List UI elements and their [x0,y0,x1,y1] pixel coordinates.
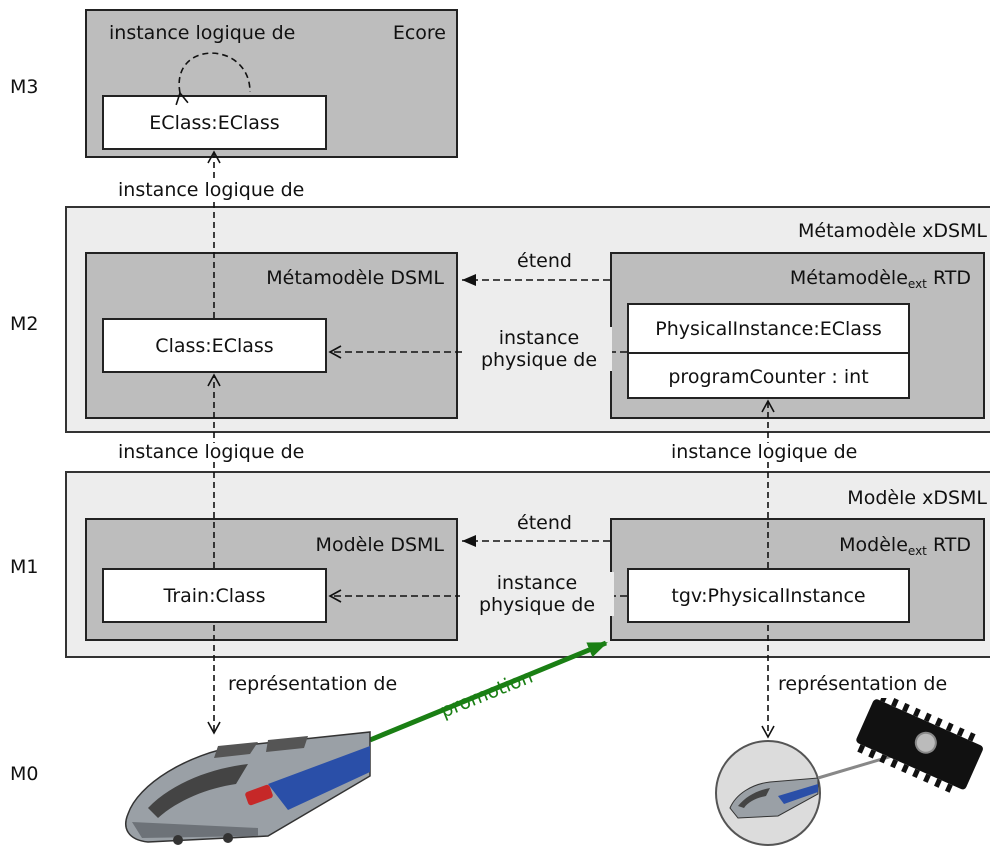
train-class-node[interactable]: Train:Class [102,568,327,623]
logical-label-m1-m2-right: instance logique de [668,443,861,462]
eclass-node[interactable]: EClass:EClass [102,95,327,150]
model-rtd-title: Modèleext RTD [839,534,971,558]
model-xdsml-title: Modèle xDSML [847,487,987,509]
represents-label-left: représentation de [228,673,398,695]
tgv-physical-instance-node[interactable]: tgv:PhysicalInstance [627,568,910,623]
promotion-arrow [369,640,608,743]
extends-label-m1: étend [514,514,575,533]
represents-label-right: représentation de [778,673,948,695]
self-loop-label: instance logique de [109,22,296,44]
physical-instance-name: PhysicalInstance:EClass [629,305,908,354]
level-m0-label: M0 [10,763,39,785]
microchip-icon [856,698,983,793]
class-node[interactable]: Class:EClass [102,318,327,373]
logical-label-m1-m2-left: instance logique de [115,443,308,462]
logical-label-m2-m3: instance logique de [115,181,308,200]
model-dsml-title: Modèle DSML [315,534,444,556]
tgv-train-icon [125,731,371,845]
ecore-frame-title: Ecore [392,22,446,44]
metamodel-rtd-title: Métamodèleext RTD [789,267,971,291]
self-loop-edge [175,52,251,106]
level-m1-label: M1 [10,556,39,578]
metamodel-dsml-title: Métamodèle DSML [266,267,444,289]
physical-instance-node[interactable]: PhysicalInstance:EClass programCounter :… [627,303,910,399]
metamodel-xdsml-title: Métamodèle xDSML [798,220,987,242]
level-m3-label: M3 [10,76,39,98]
program-counter-attribute: programCounter : int [668,365,869,388]
tgv-physical-illustration [715,698,983,846]
level-m2-label: M2 [10,313,39,335]
extends-label-m2: étend [514,252,575,271]
